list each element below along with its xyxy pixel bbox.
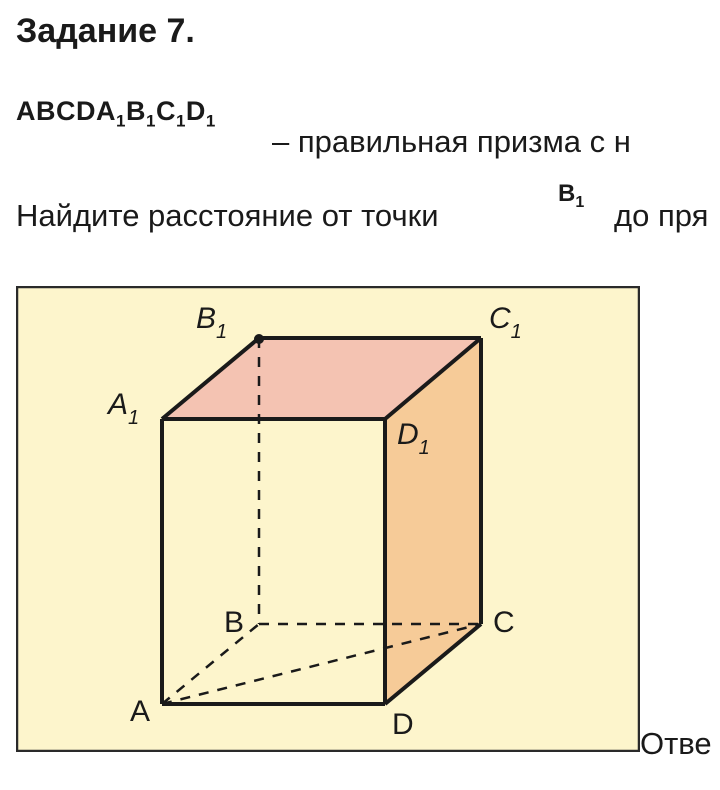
vertex-label-b1: B1 [196, 302, 227, 343]
diagonal-ac [161, 622, 482, 706]
answer-label: Отве [640, 726, 712, 761]
visible-edges [160, 336, 483, 706]
vertex-label-d: D [392, 708, 414, 741]
prism-label: ABCDA1B1C1D1 [16, 96, 216, 131]
vertex-label-d1: D1 [397, 418, 430, 459]
prism-name: ABCDA1B1C1D1 [16, 96, 216, 131]
edge-ab [161, 623, 260, 705]
point-b1-dot [254, 334, 264, 344]
edge-dc [383, 622, 483, 706]
task-title: Задание 7. [16, 12, 195, 50]
edge-a1b1 [160, 336, 261, 421]
vertex-label-a1: A1 [106, 388, 139, 429]
hidden-edges [161, 338, 482, 706]
edge-c1d1 [383, 336, 483, 421]
prism-description: – правильная призма с н [272, 124, 631, 159]
question-text: Найдите расстояние от точки [16, 198, 439, 233]
vertex-label-c1: C1 [489, 302, 522, 343]
vertex-label-c: C [493, 606, 515, 639]
top-face [162, 338, 481, 419]
point-b1-label: B1 [558, 180, 585, 211]
side-face [385, 338, 481, 704]
prism-figure: B1 C1 A1 D1 B C A D [16, 286, 640, 752]
question-text-end: до пря [614, 198, 709, 233]
vertex-label-a: A [130, 695, 150, 728]
vertex-label-b: B [224, 606, 244, 639]
